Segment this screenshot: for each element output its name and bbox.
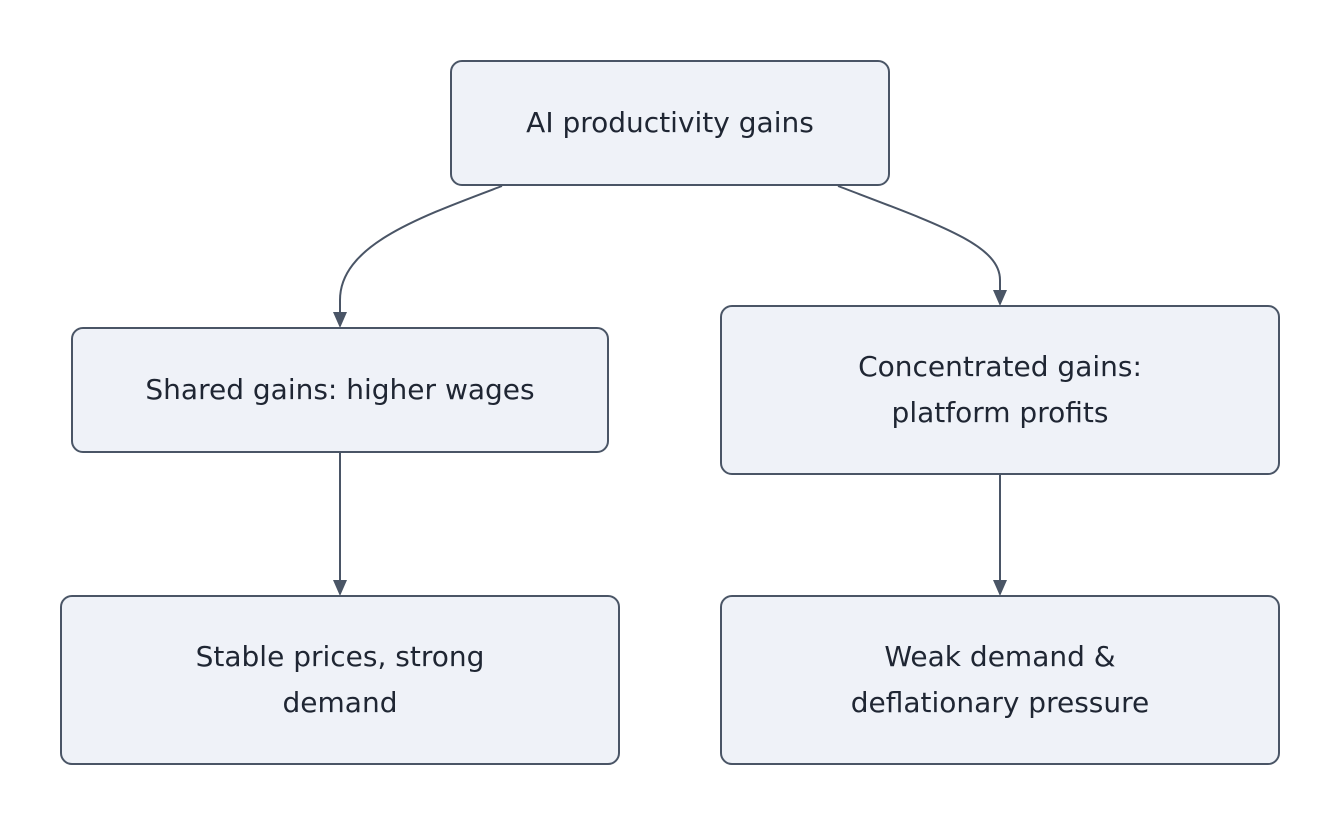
node-label: Weak demand & deflationary pressure xyxy=(850,640,1150,719)
edge-ai-to-concentrated xyxy=(837,185,1007,306)
node-label: Shared gains: higher wages xyxy=(145,373,535,406)
node-stable-prices: Stable prices, strong demand xyxy=(60,595,620,765)
node-weak-demand: Weak demand & deflationary pressure xyxy=(720,595,1280,765)
node-label: AI productivity gains xyxy=(526,106,814,139)
node-ai-productivity-gains: AI productivity gains xyxy=(450,60,890,186)
node-label: Stable prices, strong demand xyxy=(195,640,485,719)
node-shared-gains: Shared gains: higher wages xyxy=(71,327,609,453)
node-label: Concentrated gains: platform profits xyxy=(858,350,1142,429)
node-concentrated-gains: Concentrated gains: platform profits xyxy=(720,305,1280,475)
edge-ai-to-shared xyxy=(333,185,503,328)
